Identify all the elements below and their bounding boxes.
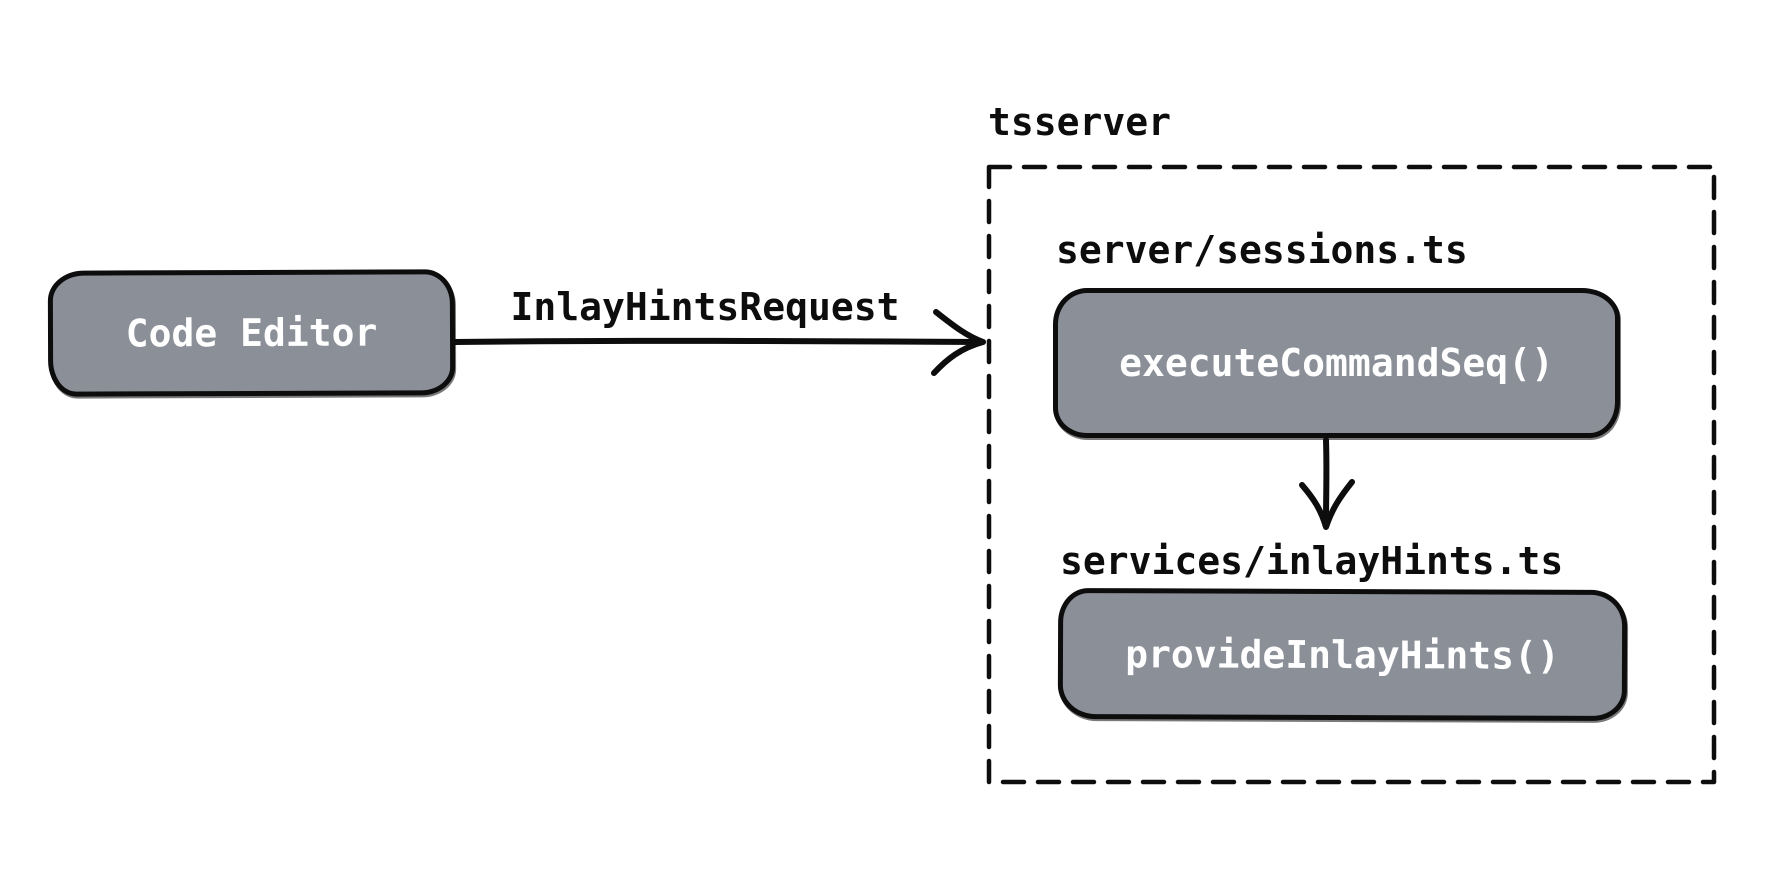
node-provide-inlay-hints-label: provideInlayHints(): [1125, 631, 1560, 678]
node-code-editor: Code Editor: [47, 269, 456, 397]
file-label-services-inlay-hints: services/inlayHints.ts: [1060, 539, 1564, 583]
edge-label-inlay-hints-request: InlayHintsRequest: [510, 285, 900, 329]
tsserver-container-border: [986, 164, 1717, 785]
node-execute-command-seq: executeCommandSeq(): [1053, 288, 1620, 438]
tsserver-container-label: tsserver: [988, 100, 1172, 144]
arrow-inlay-hints-request-head-icon: [931, 309, 986, 376]
arrow-execute-to-provide-head-icon: [1299, 479, 1355, 530]
arrow-inlay-hints-request: [452, 337, 986, 345]
node-provide-inlay-hints: provideInlayHints(): [1057, 588, 1628, 721]
node-code-editor-label: Code Editor: [125, 310, 378, 356]
file-label-server-sessions: server/sessions.ts: [1056, 228, 1468, 272]
node-execute-command-seq-label: executeCommandSeq(): [1119, 341, 1554, 385]
